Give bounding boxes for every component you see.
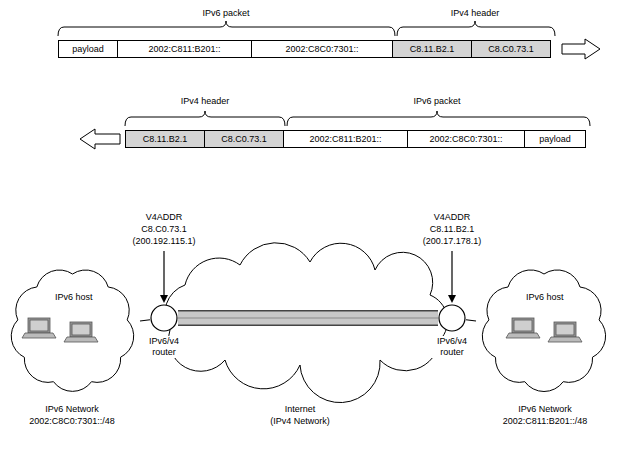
- network-link: [466, 320, 476, 321]
- network-cloud: IPv6 host: [5, 262, 140, 397]
- network-link: [140, 320, 150, 321]
- annotation-label: 2002:C811:B201::/48: [502, 416, 588, 427]
- ipv4-tunnel: [178, 318, 438, 319]
- field-value: 2002:C811:B201::: [149, 44, 221, 54]
- host-label: IPv6 host: [526, 292, 564, 303]
- field-value: 2002:C8C0:7301::: [285, 44, 358, 54]
- field-value: C8.C0.73.1: [221, 134, 267, 144]
- annotation-label: IPv6 packet: [201, 8, 250, 19]
- router-outline: [150, 304, 178, 332]
- router-label: IPv6/v4 router: [141, 336, 187, 358]
- field-value: C8.C0.73.1: [488, 44, 534, 54]
- packet-field: payload: [524, 130, 586, 148]
- leader-arrow: [160, 251, 168, 303]
- brace: [125, 111, 285, 126]
- packet-field: C8.11.B2.1: [392, 40, 472, 58]
- router-label: IPv6/v4 router: [429, 336, 475, 358]
- cloud-outline: [476, 262, 612, 397]
- field-value: C8.11.B2.1: [410, 44, 454, 54]
- field-value: C8.11.B2.1: [143, 134, 187, 144]
- host-label: IPv6 host: [55, 292, 93, 303]
- packet-field: C8.C0.73.1: [204, 130, 284, 148]
- annotation-label: IPv6 Network: [44, 404, 100, 415]
- leader-arrow: [448, 251, 456, 303]
- laptop-icon: [548, 322, 582, 342]
- annotation-label: Internet: [284, 404, 317, 415]
- field-value: payload: [72, 44, 104, 54]
- router-outline: [438, 304, 466, 332]
- field-value: payload: [539, 134, 571, 144]
- direction-arrow: [562, 39, 600, 59]
- annotation-label: IPv4 header: [450, 8, 501, 19]
- router-circle: IPv6/v4 router: [438, 304, 466, 332]
- packet-field: 2002:C811:B201::: [117, 40, 252, 58]
- brace: [58, 21, 395, 36]
- brace: [287, 111, 590, 126]
- packet-field: C8.C0.73.1: [471, 40, 551, 58]
- annotation-label: IPv4 header: [180, 96, 231, 107]
- annotation-label: (IPv4 Network): [269, 416, 331, 427]
- annotation-label: V4ADDR: [433, 212, 472, 223]
- internet-cloud: [165, 243, 448, 403]
- brace: [397, 21, 555, 36]
- packet-field: C8.11.B2.1: [125, 130, 205, 148]
- packet-field: 2002:C811:B201::: [283, 130, 408, 148]
- annotation-label: V4ADDR: [145, 212, 184, 223]
- laptop-icon: [506, 318, 540, 338]
- laptop-icon: [64, 322, 98, 342]
- annotation-label: IPv6 packet: [412, 96, 461, 107]
- annotation-label: C8.C0.73.1: [140, 224, 188, 235]
- field-value: 2002:C8C0:7301::: [429, 134, 502, 144]
- field-value: 2002:C811:B201::: [310, 134, 382, 144]
- annotation-label: IPv6 Network: [517, 404, 573, 415]
- annotation-label: (200.192.115.1): [132, 236, 197, 247]
- annotation-label: (200.17.178.1): [422, 236, 483, 247]
- packet-field: 2002:C8C0:7301::: [407, 130, 525, 148]
- annotation-label: 2002:C8C0:7301::/48: [28, 416, 116, 427]
- network-cloud: IPv6 host: [476, 262, 612, 397]
- cloud-outline: [5, 262, 140, 397]
- annotation-label: C8.11.B2.1: [429, 224, 475, 235]
- router-circle: IPv6/v4 router: [150, 304, 178, 332]
- laptop-icon: [22, 318, 56, 338]
- direction-arrow: [80, 129, 120, 149]
- packet-field: payload: [58, 40, 118, 58]
- packet-field: 2002:C8C0:7301::: [251, 40, 393, 58]
